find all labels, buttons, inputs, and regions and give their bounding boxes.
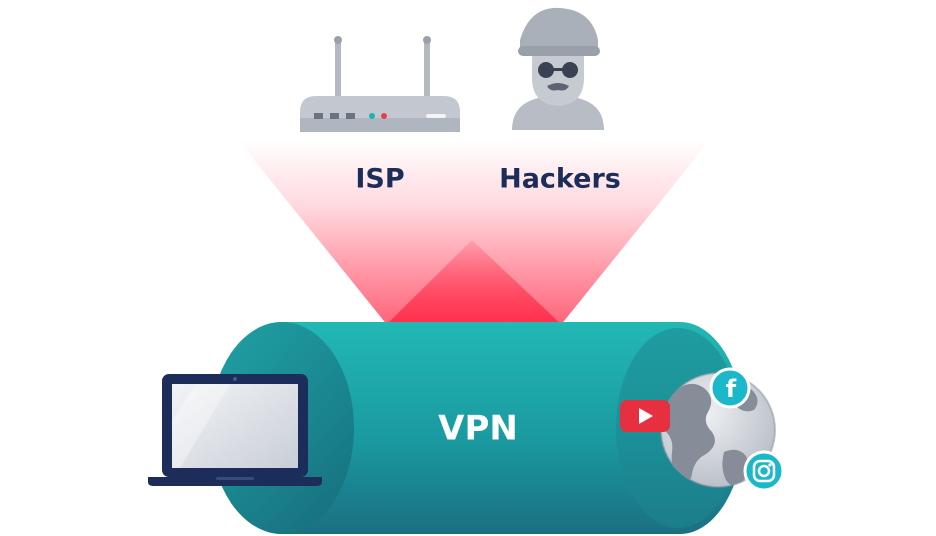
surveillance-beam [238, 140, 710, 326]
instagram-icon [743, 450, 785, 492]
vpn-label: VPN [438, 409, 518, 449]
facebook-letter: f [726, 375, 737, 403]
hacker-icon [512, 7, 604, 130]
isp-label: ISP [355, 164, 404, 195]
youtube-icon [620, 400, 670, 432]
facebook-icon: f [709, 367, 751, 409]
laptop-icon [148, 374, 322, 486]
hackers-label: Hackers [499, 164, 621, 195]
router-icon [300, 36, 460, 132]
globe-icon [660, 372, 776, 488]
